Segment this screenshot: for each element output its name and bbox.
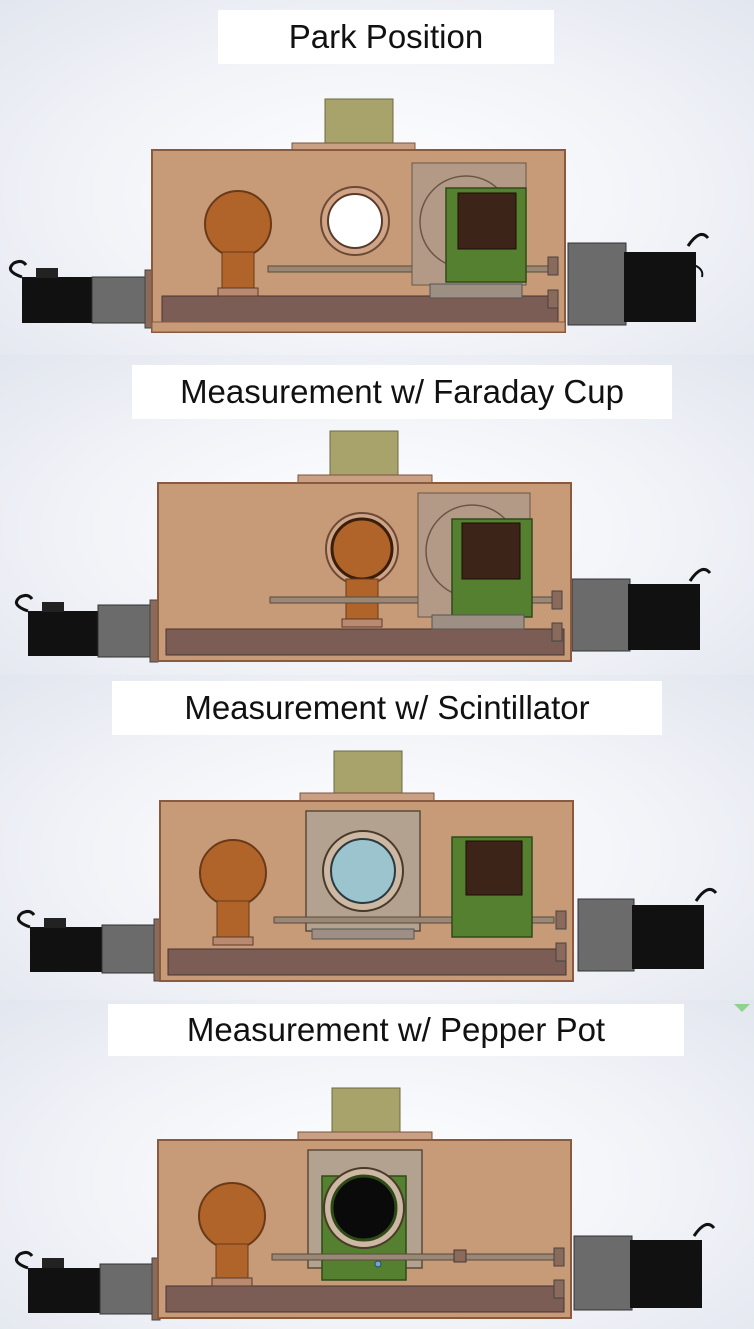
- panel-park-position: Park Position: [0, 0, 754, 355]
- panel-pepper-pot: Measurement w/ Pepper Pot: [0, 1000, 754, 1329]
- panel-title: Measurement w/ Scintillator: [112, 681, 662, 735]
- panel-title: Measurement w/ Faraday Cup: [132, 365, 672, 419]
- chamber-diagram: [14, 1087, 716, 1321]
- panel-scintillator: Measurement w/ Scintillator: [0, 675, 754, 1000]
- panel-faraday-cup: Measurement w/ Faraday Cup: [0, 355, 754, 675]
- corner-marker-icon: [734, 1004, 750, 1012]
- chamber-diagram: [14, 430, 712, 663]
- panel-title: Measurement w/ Pepper Pot: [108, 1004, 684, 1056]
- chamber-diagram: [16, 750, 718, 982]
- chamber-diagram: [8, 98, 710, 333]
- panel-title: Park Position: [218, 10, 554, 64]
